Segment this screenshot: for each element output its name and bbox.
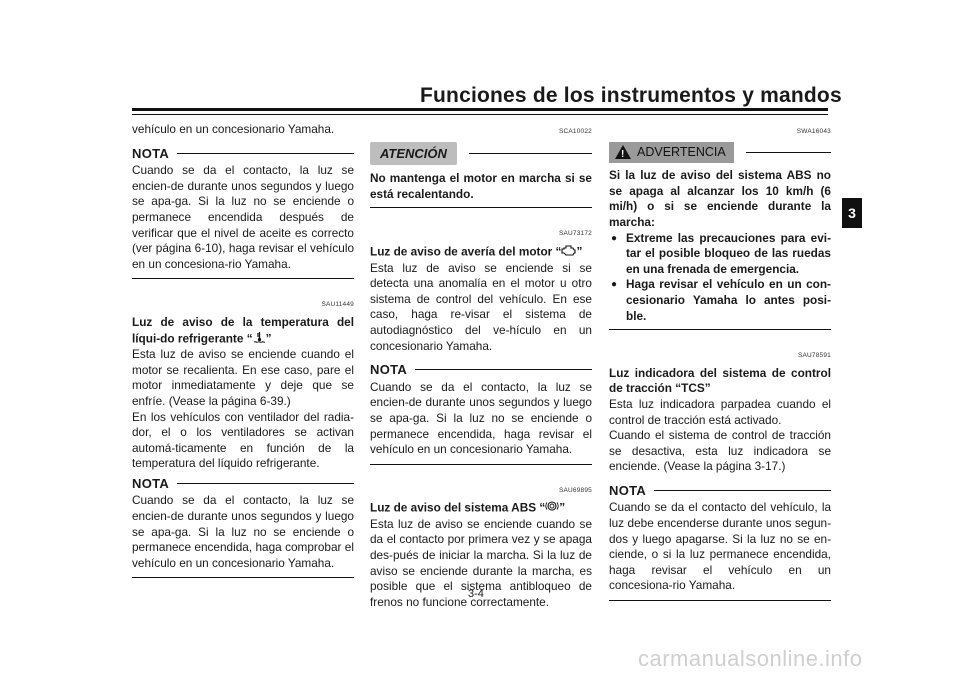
note-label: NOTA — [132, 145, 170, 161]
warning-badge: ! ADVERTENCIA — [609, 141, 734, 164]
note-line — [654, 490, 831, 492]
warning-triangle-icon: ! — [615, 145, 631, 160]
heading-text-end: ” — [559, 500, 566, 515]
page-number: 3-4 — [468, 588, 484, 600]
note-line — [177, 152, 354, 154]
note-header: NOTA — [132, 476, 354, 492]
note-header: NOTA — [609, 483, 831, 499]
list-item: Extreme las precauciones para evi-tar el… — [609, 231, 831, 278]
warning-end-rule — [609, 329, 831, 331]
watermark[interactable]: carmanualsonline.info — [638, 646, 863, 671]
note-header: NOTA — [370, 362, 592, 378]
note-label: NOTA — [132, 475, 170, 491]
note-header: NOTA — [132, 146, 354, 162]
caution-line — [468, 152, 592, 154]
chapter-tab: 3 — [842, 198, 862, 228]
section-body: Esta luz de aviso se enciende si se dete… — [370, 260, 592, 353]
section-heading: Luz de aviso de avería del motor “ ” — [370, 244, 592, 261]
header-rule-thick — [132, 108, 828, 111]
warning-bullets: Extreme las precauciones para evi-tar el… — [609, 231, 831, 325]
note-line — [177, 483, 354, 485]
note-end-rule — [132, 577, 354, 579]
engine-check-icon — [561, 244, 576, 261]
list-item: Haga revisar el vehículo en un con-cesio… — [609, 277, 831, 324]
abs-icon — [545, 500, 559, 517]
heading-text: Luz de aviso de avería del motor “ — [370, 244, 562, 259]
heading-text-end: ” — [576, 244, 583, 259]
heading-text-end: ” — [265, 330, 272, 345]
warning-header: ! ADVERTENCIA — [609, 141, 831, 164]
header-rule-thin — [132, 114, 828, 115]
coolant-temperature-icon — [253, 331, 266, 348]
note-end-rule — [609, 600, 831, 602]
section-body: Esta luz de aviso se enciende cuando se … — [370, 516, 592, 609]
column-1: vehículo en un concesionario Yamaha. NOT… — [132, 122, 354, 579]
note-label: NOTA — [609, 482, 647, 498]
section-code: SAU69895 — [558, 486, 592, 494]
warning-code: SWA16043 — [796, 128, 831, 135]
section-body: Esta luz indicadora parpadea cuando el c… — [609, 396, 831, 474]
note-line — [415, 369, 592, 371]
section-code: SAU73172 — [558, 230, 592, 238]
caution-code: SCA10022 — [558, 128, 592, 135]
section-heading: Luz de aviso del sistema ABS “ ” — [370, 500, 592, 517]
continued-text: vehículo en un concesionario Yamaha. — [132, 122, 335, 136]
warning-label: ADVERTENCIA — [637, 144, 726, 159]
caution-badge: ATENCIÓN — [370, 141, 457, 166]
warning-text: Si la luz de aviso del sistema ABS no se… — [609, 168, 831, 229]
note-end-rule — [132, 278, 354, 280]
heading-text: Luz de aviso del sistema ABS “ — [370, 500, 546, 515]
heading-text: Luz de aviso de la temperatura del líqui… — [132, 314, 354, 345]
section-heading: Luz indicadora del sistema de control de… — [609, 365, 831, 396]
section-heading: Luz de aviso de la temperatura del líqui… — [132, 315, 354, 347]
column-3: SWA16043 ! ADVERTENCIA Si la luz de avis… — [609, 112, 831, 602]
note-text: Cuando se da el contacto, la luz se enci… — [132, 163, 354, 271]
note-text: Cuando se da el contacto, la luz se enci… — [370, 379, 592, 457]
section-body: Esta luz de aviso se enciende cuando el … — [132, 347, 354, 471]
section-code: SAU78591 — [797, 352, 831, 360]
section-code: SAU11449 — [321, 301, 354, 309]
page-title: Funciones de los instrumentos y mandos — [420, 84, 842, 107]
column-2: SCA10022 ATENCIÓN No mantenga el motor e… — [370, 112, 592, 610]
note-text: Cuando se da el contacto del vehículo, l… — [609, 500, 831, 593]
note-end-rule — [370, 463, 592, 465]
caution-text: No mantenga el motor en marcha si se est… — [370, 171, 592, 201]
note-label: NOTA — [370, 362, 408, 378]
note-text: Cuando se da el contacto, la luz se enci… — [132, 493, 354, 570]
caution-header: ATENCIÓN — [370, 141, 592, 166]
caution-end-rule — [370, 207, 592, 209]
warning-line — [745, 151, 831, 153]
